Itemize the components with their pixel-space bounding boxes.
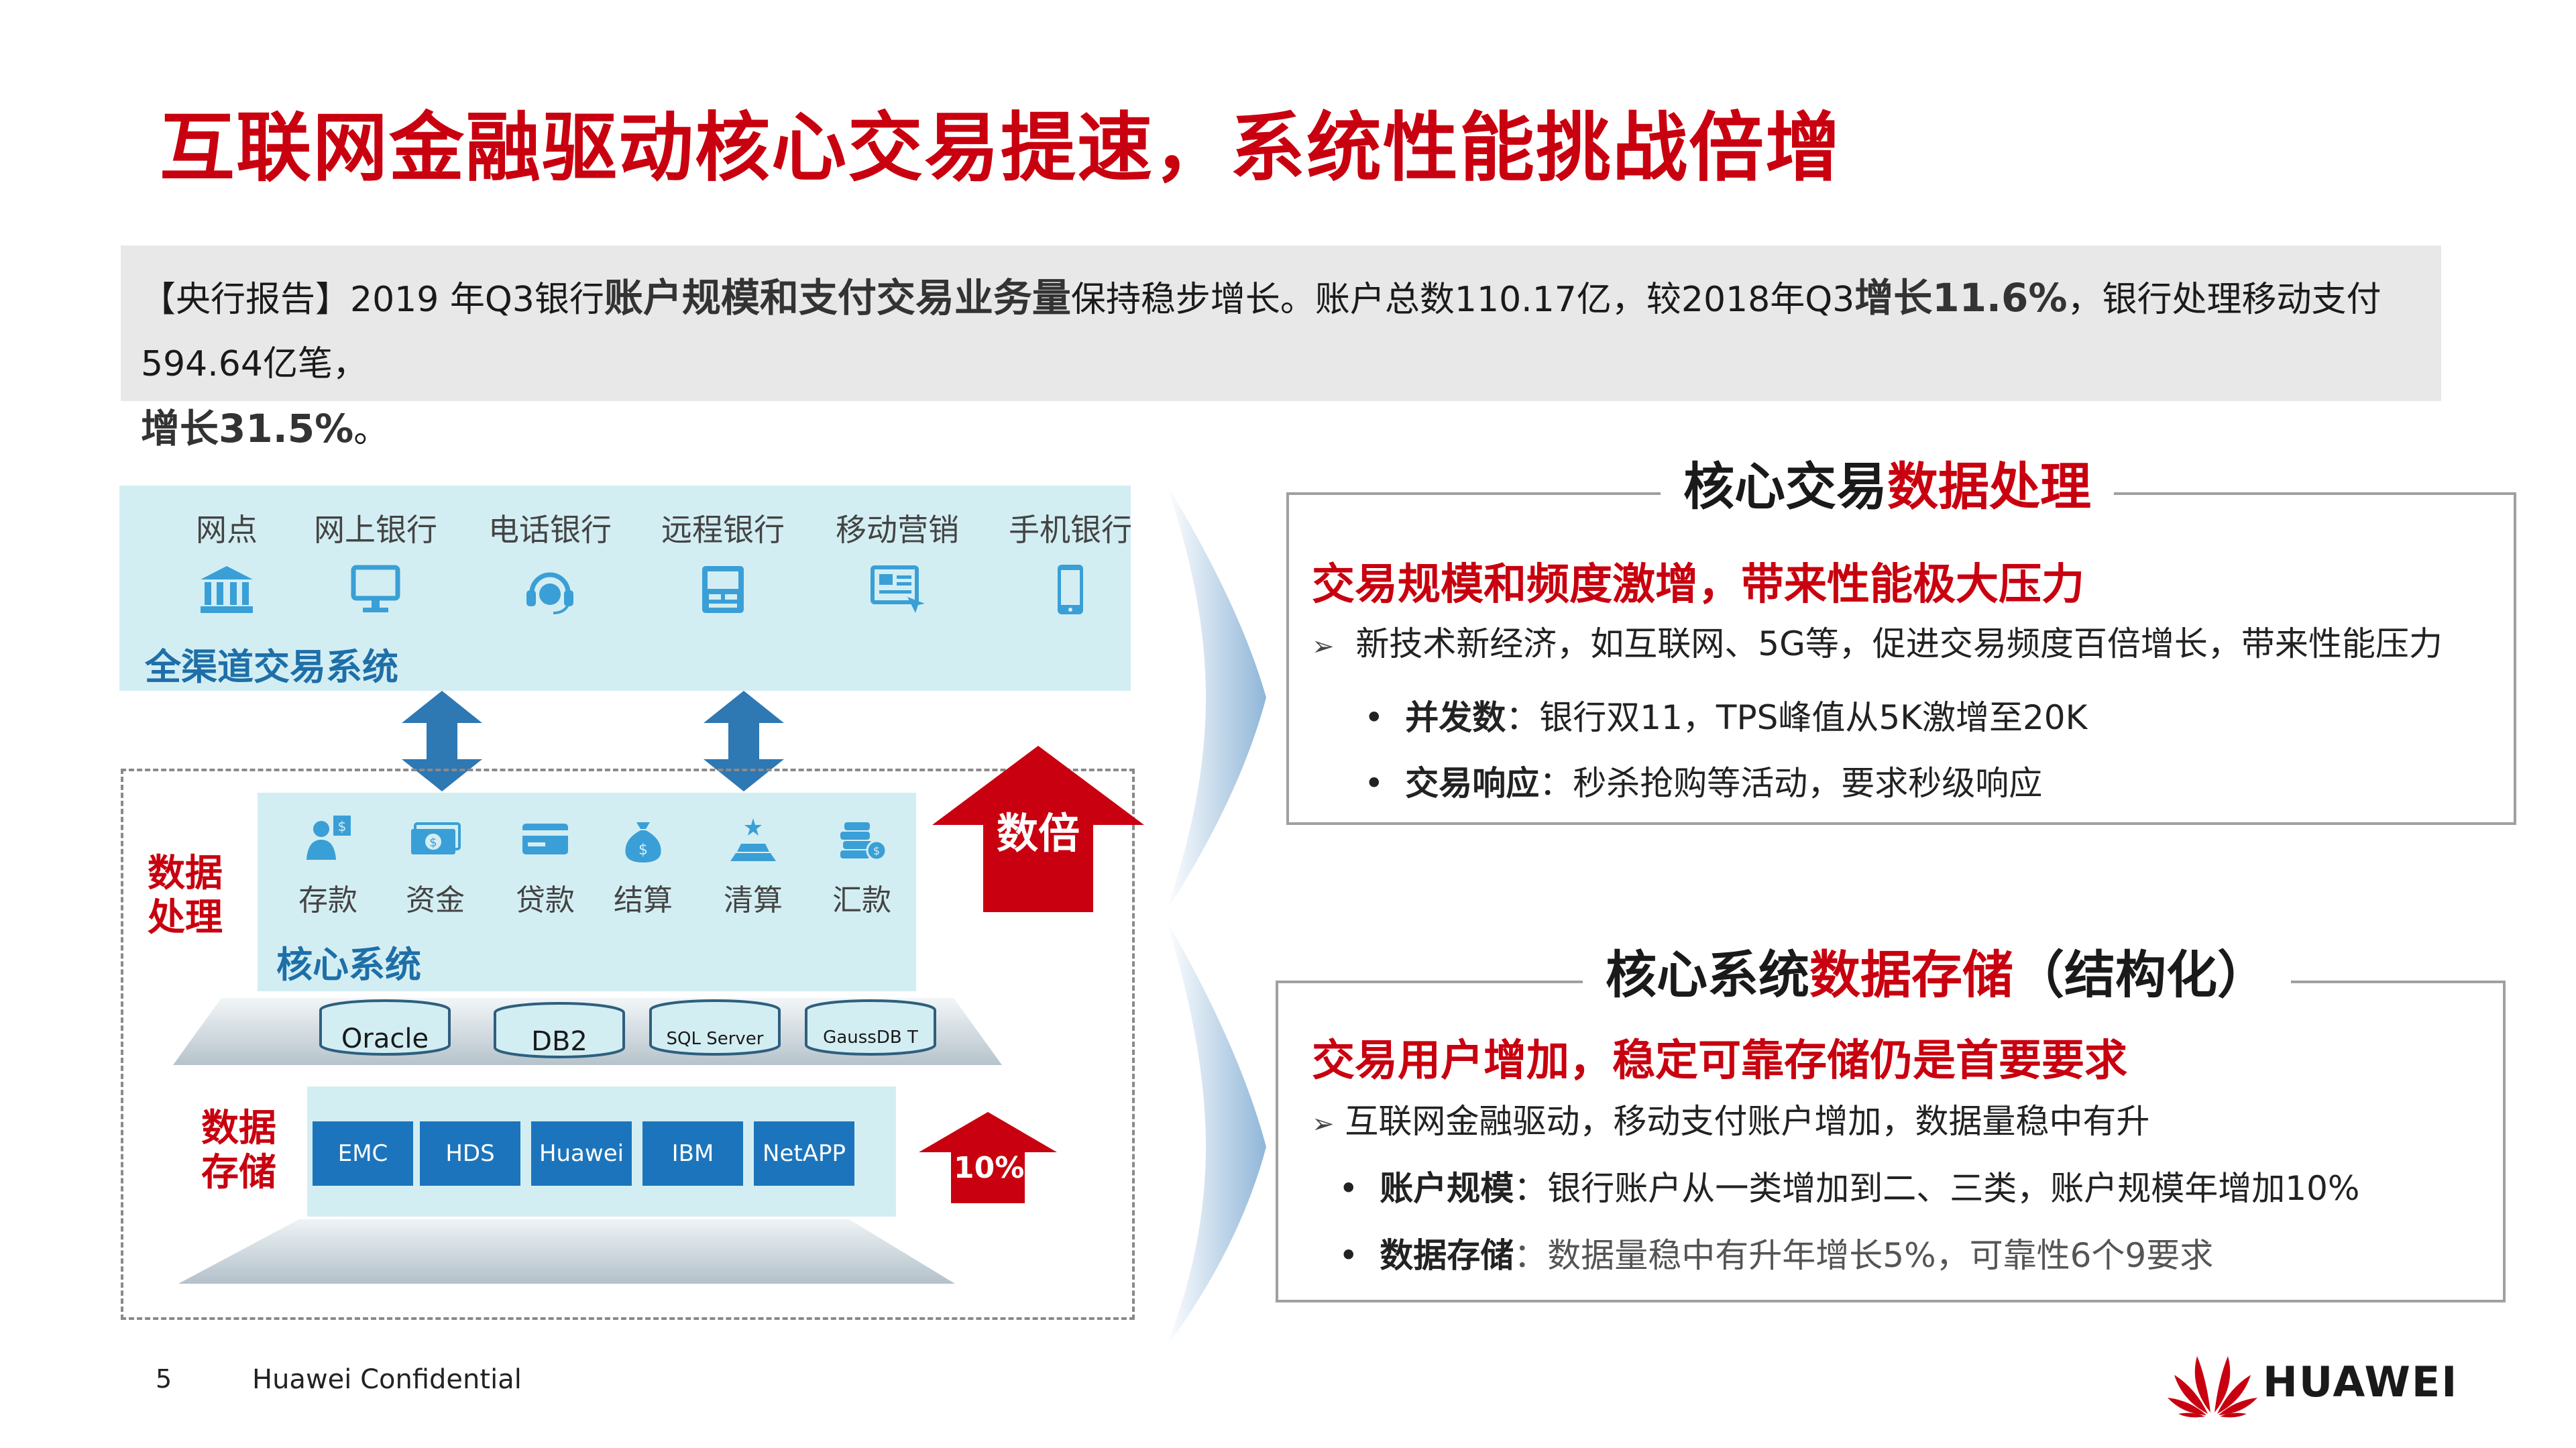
storage-netapp: NetAPP xyxy=(754,1121,854,1186)
arrow-bullet-icon: ➢ xyxy=(1312,631,1335,662)
processing-bullet: ➢ 新技术新经济，如互联网、5G等，促进交易频度百倍增长，带来性能压力 xyxy=(1312,624,2443,663)
svg-text:$: $ xyxy=(873,844,880,857)
processing-panel xyxy=(1286,492,2516,825)
logo-text: HUAWEI xyxy=(2263,1357,2459,1406)
core-module-deposit: $ 存款 xyxy=(284,813,372,919)
processing-heading: 交易规模和频度激增，带来性能极大压力 xyxy=(1312,560,2084,610)
svg-text:$: $ xyxy=(429,836,437,850)
channel-branch: 网点 xyxy=(146,506,307,616)
db-sqlserver: SQL Server xyxy=(666,1029,764,1049)
coins-icon: $ xyxy=(840,822,887,861)
money-bag-icon: $ xyxy=(625,822,661,862)
channel-online: 网上银行 xyxy=(295,506,456,616)
processing-sub1: • 并发数：银行双11，TPS峰值从5K激增至20K xyxy=(1364,698,2088,737)
core-module-settlement: $ 结算 xyxy=(600,813,687,919)
bullet-dot-icon: • xyxy=(1364,698,1384,737)
atm-icon xyxy=(702,566,744,613)
core-module-funds: $ 资金 xyxy=(392,813,479,919)
cash-icon: $ xyxy=(411,822,461,854)
core-module-loan: 贷款 xyxy=(502,813,589,919)
data-system-container xyxy=(121,769,1135,1320)
billboard-icon xyxy=(871,565,925,613)
page-title: 互联网金融驱动核心交易提速，系统性能挑战倍增 xyxy=(160,105,1842,192)
storage-heading: 交易用户增加，稳定可靠存储仍是首要要求 xyxy=(1312,1036,2127,1086)
core-caption: 核心系统 xyxy=(276,944,421,986)
storage-emc: EMC xyxy=(313,1121,413,1186)
card-icon xyxy=(522,824,568,854)
storage-bullet: ➢ 互联网金融驱动，移动支付账户增加，数据量稳中有升 xyxy=(1312,1102,2150,1141)
database-platform xyxy=(173,998,1002,1065)
growth-big-label: 数倍 xyxy=(997,809,1080,858)
db-gaussdb: GaussDB T xyxy=(823,1027,918,1048)
gold-bars-icon xyxy=(730,818,776,861)
channel-remote: 远程银行 xyxy=(642,506,803,616)
storage-ibm: IBM xyxy=(642,1121,743,1186)
processing-panel-title: 核心交易数据处理 xyxy=(1661,455,2114,519)
core-module-remittance: $ 汇款 xyxy=(818,813,905,919)
channel-phone: 电话银行 xyxy=(469,506,630,616)
database-icon xyxy=(494,1002,625,1058)
processing-sub2: • 交易响应：秒杀抢购等活动，要求秒级响应 xyxy=(1364,764,2043,803)
storage-panel: EMC HDS Huawei IBM NetAPP xyxy=(307,1087,896,1217)
storage-panel-title: 核心系统数据存储（结构化） xyxy=(1583,943,2291,1007)
storage-sub1: • 账户规模：银行账户从一类增加到二、三类，账户规模年增加10% xyxy=(1339,1169,2360,1208)
svg-text:$: $ xyxy=(638,842,648,858)
database-icon xyxy=(319,999,451,1056)
double-arrow-icon xyxy=(704,691,784,791)
monitor-icon xyxy=(351,565,400,612)
database-icon xyxy=(649,999,781,1056)
storage-info-panel xyxy=(1276,981,2506,1302)
growth-arrow-big: 数倍 xyxy=(932,746,1144,912)
channel-marketing: 移动营销 xyxy=(817,506,978,616)
deposit-icon: $ xyxy=(306,816,351,860)
page-number: 5 xyxy=(156,1364,172,1394)
growth-small-label: 10% xyxy=(954,1151,1025,1185)
confidential-label: Huawei Confidential xyxy=(252,1364,522,1395)
core-module-clearing: 清算 xyxy=(710,813,797,919)
channel-mobile: 手机银行 xyxy=(990,506,1151,616)
bank-icon xyxy=(201,566,253,613)
bullet-dot-icon: • xyxy=(1364,764,1384,803)
smartphone-icon xyxy=(1058,565,1083,614)
up-arrow-icon xyxy=(919,1112,1057,1203)
storage-hds: HDS xyxy=(420,1121,520,1186)
processing-label: 数据 处理 xyxy=(148,852,223,940)
huawei-logo: HUAWEI xyxy=(2162,1339,2457,1421)
storage-platform xyxy=(178,1219,955,1284)
growth-arrow-small: 10% xyxy=(919,1112,1057,1203)
channel-panel: 网点 网上银行 电话银行 远程银行 xyxy=(119,486,1132,691)
svg-text:$: $ xyxy=(338,818,347,834)
storage-huawei: Huawei xyxy=(531,1121,632,1186)
arrow-bullet-icon: ➢ xyxy=(1312,1109,1335,1139)
report-box: 【央行报告】2019 年Q3银行账户规模和支付交易业务量保持稳步增长。账户总数1… xyxy=(121,245,2441,451)
double-arrow-icon xyxy=(402,691,482,791)
chevron-right-icon xyxy=(1166,483,1266,1348)
storage-label: 数据 存储 xyxy=(201,1107,276,1194)
core-system-panel: $ 存款 $ 资金 贷款 $ 结算 清算 xyxy=(258,793,916,991)
database-icon xyxy=(805,999,936,1056)
headset-icon xyxy=(526,572,573,614)
up-arrow-icon xyxy=(932,746,1144,912)
storage-sub2: • 数据存储：数据量稳中有升年增长5%，可靠性6个9要求 xyxy=(1339,1236,2214,1275)
db-db2: DB2 xyxy=(531,1026,587,1057)
db-oracle: Oracle xyxy=(341,1023,429,1054)
huawei-flower-icon xyxy=(2168,1356,2257,1418)
report-text: 【央行报告】2019 年Q3银行账户规模和支付交易业务量保持稳步增长。账户总数1… xyxy=(141,275,2382,451)
channel-caption: 全渠道交易系统 xyxy=(145,646,398,688)
bullet-dot-icon: • xyxy=(1339,1169,1359,1208)
bullet-dot-icon: • xyxy=(1339,1236,1359,1275)
